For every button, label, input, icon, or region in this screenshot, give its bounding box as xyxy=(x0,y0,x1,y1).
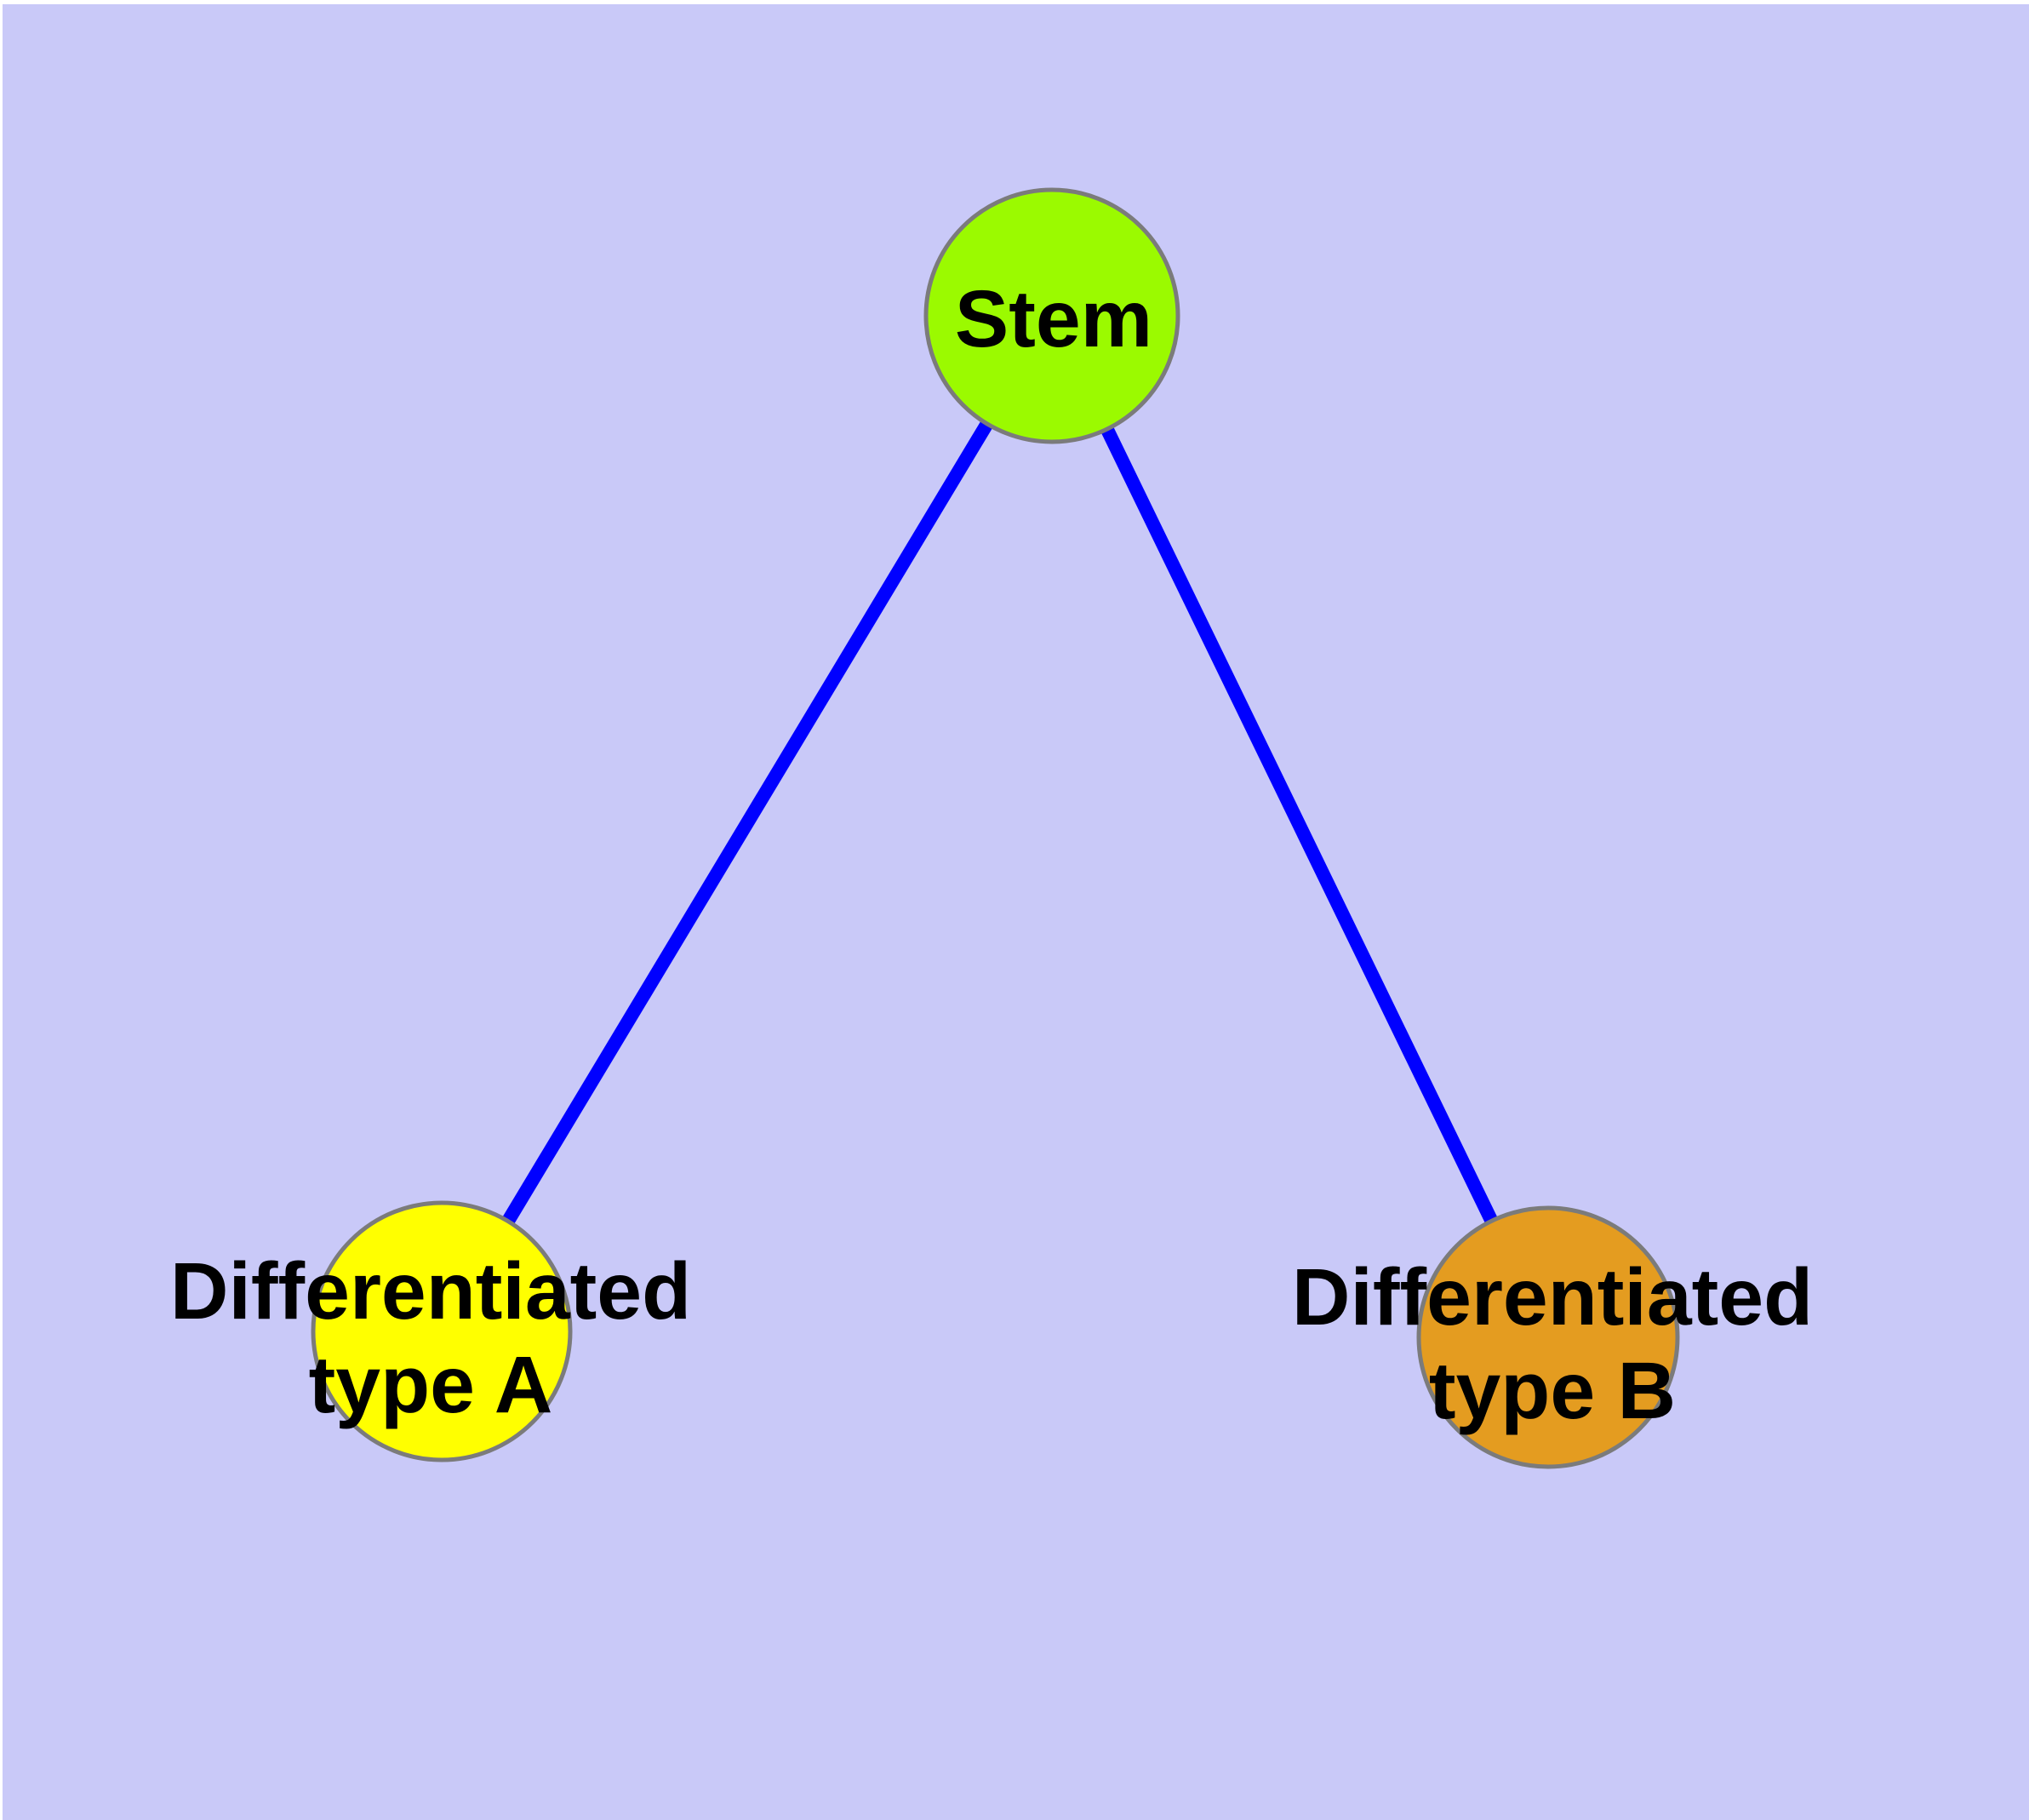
edge-stem-to-type-a xyxy=(436,312,1058,1336)
node-label-line: type A xyxy=(309,1340,553,1430)
node-label-line: Differentiated xyxy=(1292,1252,1813,1342)
node-label-line: type B xyxy=(1429,1346,1676,1436)
node-label-line: Differentiated xyxy=(170,1246,691,1336)
node-label-line: Stem xyxy=(955,274,1152,364)
edge-layer xyxy=(436,312,1555,1341)
node-stem xyxy=(923,187,1180,444)
node-type-b xyxy=(1416,1205,1680,1469)
edge-stem-to-type-b xyxy=(1045,312,1555,1341)
node-type-a xyxy=(311,1200,573,1462)
node-label-stem: Stem xyxy=(955,274,1152,364)
